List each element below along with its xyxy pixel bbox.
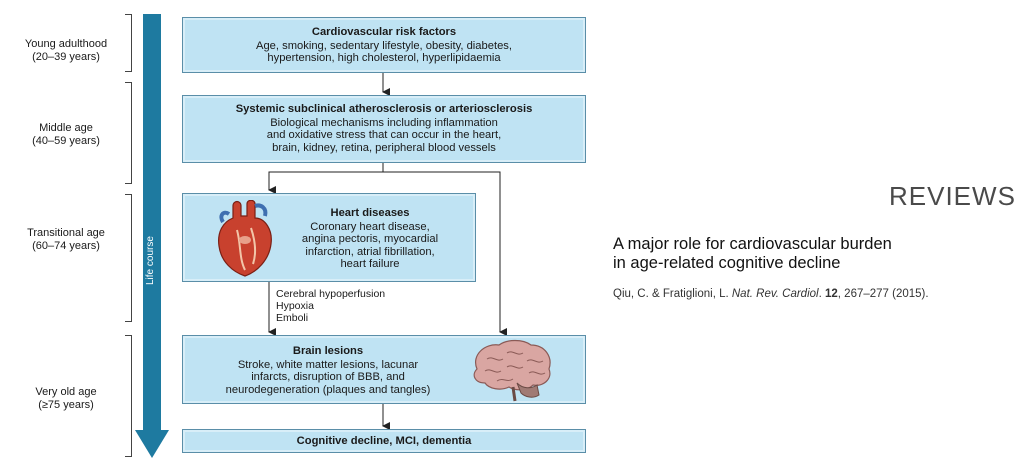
mechanism-item: Emboli — [276, 312, 309, 324]
box-brain-lesions: Brain lesions Stroke, white matter lesio… — [182, 335, 586, 404]
paper-title-line: in age-related cognitive decline — [613, 254, 841, 272]
box-line: neurodegeneration (plaques and tangles) — [225, 383, 431, 396]
life-course-arrow — [135, 14, 169, 458]
age-range: (20–39 years) — [32, 51, 100, 63]
box-title: Heart diseases — [330, 207, 410, 219]
box-line: infarcts, disruption of BBB, and — [251, 371, 405, 384]
brain-icon — [473, 339, 551, 402]
box-title: Cognitive decline, MCI, dementia — [296, 435, 472, 447]
mechanism-item: Cerebral hypoperfusion — [276, 288, 386, 300]
age-range: (40–59 years) — [32, 135, 100, 147]
age-bracket — [125, 82, 132, 184]
box-line: infarction, atrial fibrillation, — [305, 245, 435, 258]
age-bracket — [125, 14, 132, 72]
citation-journal: Nat. Rev. Cardiol — [731, 288, 819, 300]
life-course-label: Life course — [145, 236, 156, 285]
box-cognitive-decline: Cognitive decline, MCI, dementia — [182, 429, 586, 453]
age-label: Transitional age — [27, 227, 105, 239]
age-young-adulthood: Young adulthood (20–39 years) — [10, 38, 122, 64]
age-transitional: Transitional age (60–74 years) — [10, 227, 122, 253]
age-range: (≥75 years) — [38, 399, 94, 411]
paper-title-line: A major role for cardiovascular burden — [613, 235, 892, 253]
age-bracket — [125, 335, 132, 457]
box-heart-diseases: Heart diseases Coronary heart disease, a… — [182, 193, 476, 282]
box-title: Systemic subclinical atherosclerosis or … — [235, 103, 533, 115]
citation-sep: . — [818, 288, 825, 300]
box-line: and oxidative stress that can occur in t… — [266, 129, 502, 142]
box-line: Stroke, white matter lesions, lacunar — [237, 358, 419, 371]
reviews-label: REVIEWS — [889, 181, 1016, 211]
box-line: heart failure — [340, 258, 400, 271]
mechanisms-list: Cerebral hypoperfusion Hypoxia Emboli — [276, 288, 385, 324]
age-label: Young adulthood — [24, 38, 108, 50]
box-line: hypertension, high cholesterol, hyperlip… — [267, 52, 501, 65]
age-middle: Middle age (40–59 years) — [10, 122, 122, 148]
box-line: Age, smoking, sedentary lifestyle, obesi… — [256, 39, 512, 52]
box-line: angina pectoris, myocardial — [301, 233, 439, 246]
citation-pages: , 267–277 (2015). — [837, 288, 929, 300]
age-label: Very old age — [35, 386, 97, 398]
box-systemic: Systemic subclinical atherosclerosis or … — [182, 95, 586, 163]
paper-title: A major role for cardiovascular burden i… — [613, 235, 892, 273]
box-line: brain, kidney, retina, peripheral blood … — [272, 141, 496, 154]
box-line: Biological mechanisms including inflamma… — [270, 116, 498, 129]
connector-arrow — [268, 163, 384, 194]
citation: Qiu, C. & Fratiglioni, L. Nat. Rev. Card… — [613, 288, 929, 300]
mechanism-item: Hypoxia — [276, 300, 314, 312]
box-title: Brain lesions — [292, 345, 364, 357]
box-line: Coronary heart disease, — [310, 220, 430, 233]
citation-authors: Qiu, C. & Fratiglioni, L. — [613, 288, 732, 300]
citation-volume: 12 — [824, 288, 838, 300]
box-risk-factors: Cardiovascular risk factors Age, smoking… — [182, 17, 586, 73]
box-title: Cardiovascular risk factors — [311, 26, 457, 38]
anatomical-heart-icon — [218, 200, 272, 277]
age-bracket — [125, 194, 132, 322]
age-label: Middle age — [39, 122, 93, 134]
connector-arrow — [383, 171, 507, 336]
age-very-old: Very old age (≥75 years) — [10, 386, 122, 412]
age-range: (60–74 years) — [32, 240, 100, 252]
